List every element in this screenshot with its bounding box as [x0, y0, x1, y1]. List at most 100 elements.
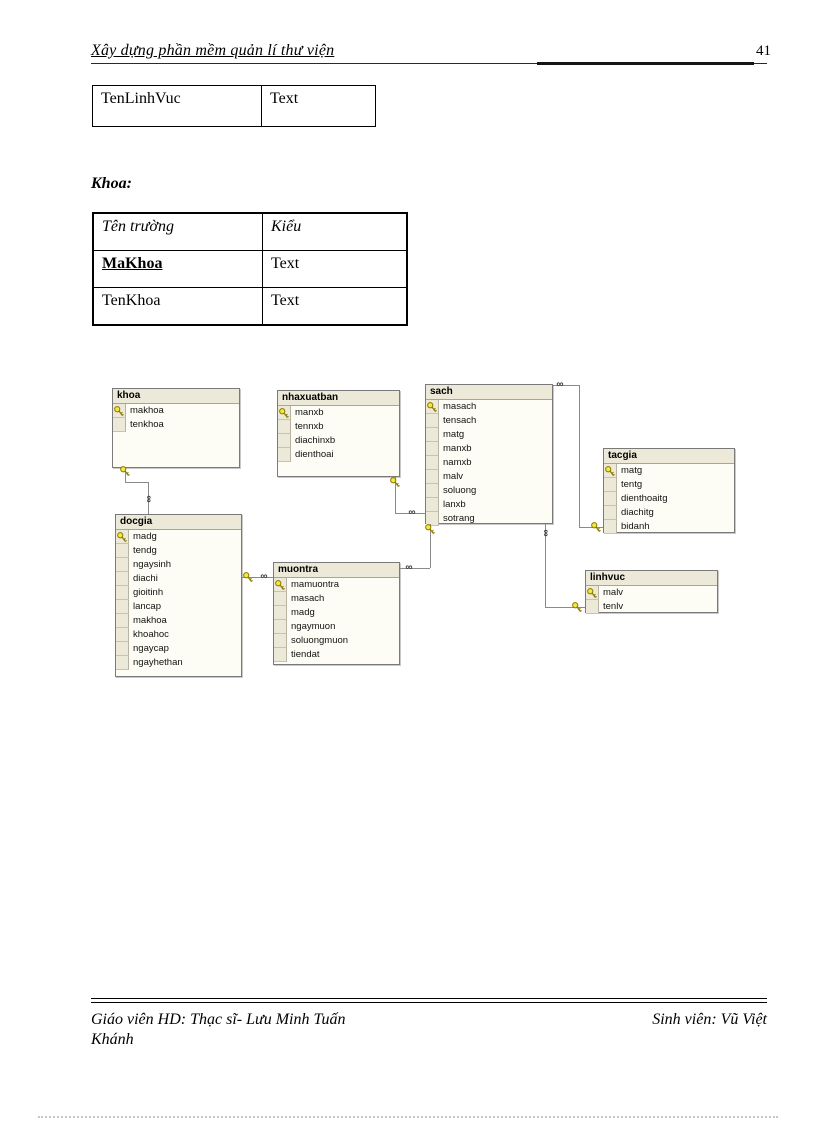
row-selector — [278, 420, 291, 434]
diagram-field-name: matg — [621, 465, 643, 476]
diagram-field-name: matg — [443, 429, 465, 440]
diagram-field-name: tennxb — [295, 421, 324, 432]
row-selector — [274, 620, 287, 634]
table-header-row: Tên trường Kiểu — [92, 212, 408, 251]
row-selector — [426, 456, 439, 470]
diagram-field-row: dienthoaitg — [604, 492, 734, 506]
diagram-table-title: docgia — [116, 515, 241, 530]
row-selector — [116, 600, 129, 614]
field-name-cell: TenLinhVuc — [92, 85, 262, 127]
row-selector — [274, 592, 287, 606]
diagram-field-row: khoahoc — [116, 628, 241, 642]
table-row: MaKhoa Text — [92, 250, 408, 288]
primary-key-icon — [274, 578, 287, 592]
row-selector — [274, 634, 287, 648]
diagram-field-name: lancap — [133, 601, 161, 612]
field-name-primary: MaKhoa — [102, 255, 163, 272]
row-selector — [274, 606, 287, 620]
row-selector — [116, 558, 129, 572]
field-type-cell: Text — [262, 287, 408, 326]
diagram-field-row: malv — [426, 470, 552, 484]
field-type-cell: Text — [261, 85, 376, 127]
diagram-field-name: madg — [133, 531, 157, 542]
diagram-field-row: lancap — [116, 600, 241, 614]
many-side-infinity-icon: ∞ — [405, 562, 413, 573]
diagram-field-name: ngaycap — [133, 643, 169, 654]
col-header-field: Tên trường — [92, 212, 263, 251]
row-selector — [586, 600, 599, 614]
diagram-field-name: sotrang — [443, 513, 475, 524]
one-side-key-icon — [242, 571, 254, 583]
diagram-field-name: masach — [291, 593, 325, 604]
diagram-field-name: diachi — [133, 573, 158, 584]
diagram-field-name: tiendat — [291, 649, 320, 660]
footer-advisor: Giáo viên HD: Thạc sĩ- Lưu Minh Tuấn — [91, 1011, 346, 1028]
row-selector — [116, 642, 129, 656]
row-selector — [116, 628, 129, 642]
diagram-field-row: tensach — [426, 414, 552, 428]
diagram-field-row: soluongmuon — [274, 634, 399, 648]
diagram-field-row: matg — [604, 464, 734, 478]
primary-key-icon — [586, 586, 599, 600]
diagram-field-name: mamuontra — [291, 579, 340, 590]
row-selector — [116, 572, 129, 586]
diagram-field-row: tentg — [604, 478, 734, 492]
diagram-field-row: gioitinh — [116, 586, 241, 600]
page-header: Xây dựng phần mềm quản lí thư viện 41 — [91, 42, 771, 65]
primary-key-icon — [426, 400, 439, 414]
diagram-field-row: manxb — [426, 442, 552, 456]
diagram-field-row: dienthoai — [278, 448, 399, 462]
diagram-field-row: ngaycap — [116, 642, 241, 656]
diagram-field-name: diachitg — [621, 507, 654, 518]
many-side-infinity-icon: ∞ — [540, 529, 551, 537]
row-selector — [426, 484, 439, 498]
row-selector — [426, 428, 439, 442]
diagram-field-row: tenkhoa — [113, 418, 239, 432]
diagram-table-title: muontra — [274, 563, 399, 578]
diagram-field-name: soluongmuon — [291, 635, 349, 646]
diagram-field-name: bidanh — [621, 521, 650, 532]
diagram-table-title: nhaxuatban — [278, 391, 399, 406]
diagram-table-title: tacgia — [604, 449, 734, 464]
header-title: Xây dựng phần mềm quản lí thư viện — [91, 42, 335, 59]
diagram-field-row: manxb — [278, 406, 399, 420]
diagram-field-name: makhoa — [130, 405, 164, 416]
diagram-field-name: diachinxb — [295, 435, 336, 446]
diagram-field-row: diachi — [116, 572, 241, 586]
relationship-line-sach-tacgia — [579, 385, 580, 527]
diagram-field-name: tensach — [443, 415, 477, 426]
diagram-field-row: ngaymuon — [274, 620, 399, 634]
row-selector — [426, 414, 439, 428]
diagram-field-name: ngaymuon — [291, 621, 336, 632]
relationship-line-sach-tacgia — [579, 527, 603, 528]
diagram-field-row: tennxb — [278, 420, 399, 434]
diagram-field-row: bidanh — [604, 520, 734, 534]
col-header-type: Kiểu — [262, 212, 408, 251]
relationship-line-nhaxuatban-sach — [395, 513, 425, 514]
primary-key-icon — [113, 404, 126, 418]
row-selector — [274, 648, 287, 662]
many-side-infinity-icon: ∞ — [408, 507, 416, 518]
diagram-field-name: lanxb — [443, 499, 466, 510]
footer-advisor-cont: Khánh — [91, 1031, 134, 1048]
diagram-field-row: diachinxb — [278, 434, 399, 448]
diagram-field-name: dienthoai — [295, 449, 334, 460]
footer-rule — [91, 998, 767, 1003]
diagram-field-row: makhoa — [113, 404, 239, 418]
khoa-field-table: Tên trường Kiểu MaKhoa Text TenKhoa Text — [92, 212, 408, 326]
relationship-line-nhaxuatban-sach — [395, 477, 396, 513]
page-number: 41 — [756, 43, 771, 59]
relationship-line-khoa-docgia — [148, 482, 149, 514]
diagram-field-row: ngaysinh — [116, 558, 241, 572]
diagram-field-name: khoahoc — [133, 629, 169, 640]
relationship-line-sach-linhvuc — [545, 607, 585, 608]
row-selector — [426, 498, 439, 512]
khoa-heading: Khoa: — [91, 175, 132, 192]
diagram-field-row: tenlv — [586, 600, 717, 614]
diagram-field-name: tendg — [133, 545, 157, 556]
row-selector — [426, 470, 439, 484]
diagram-field-row: soluong — [426, 484, 552, 498]
diagram-table-title: sach — [426, 385, 552, 400]
diagram-field-row: namxb — [426, 456, 552, 470]
